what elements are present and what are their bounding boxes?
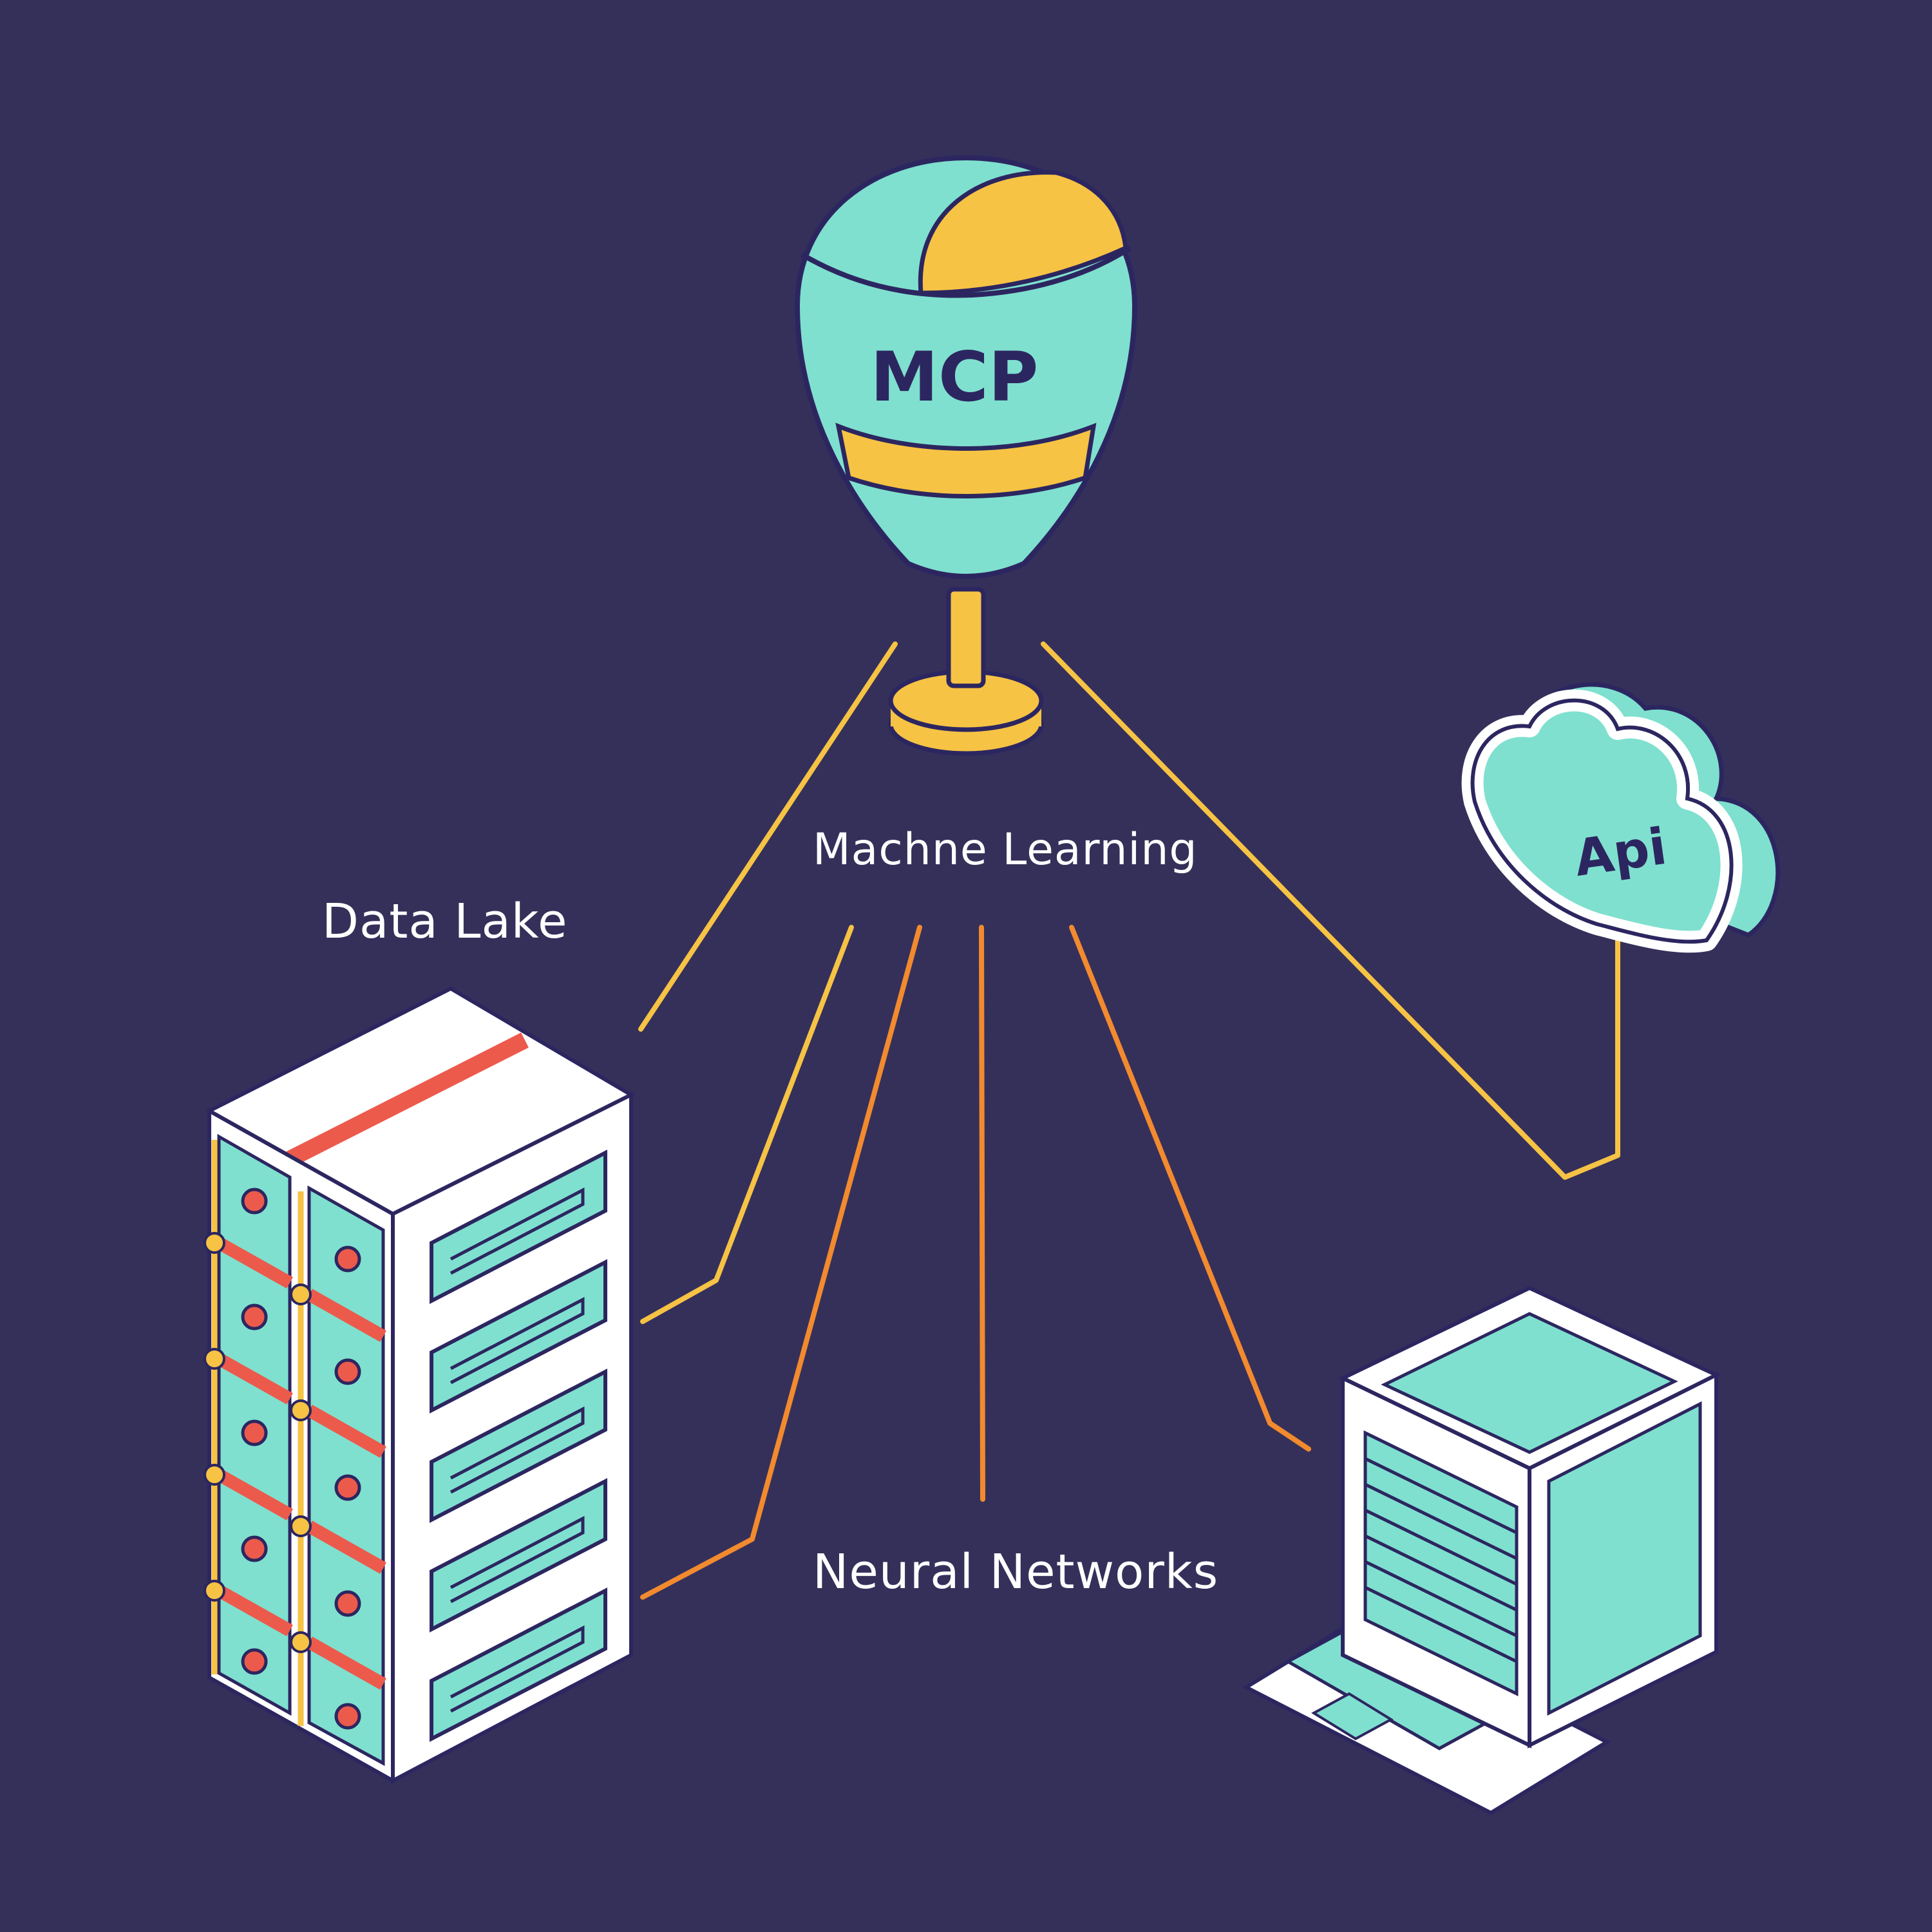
connector-ml-datalake-low	[640, 925, 922, 1600]
computer-icon[interactable]	[1242, 1285, 1721, 1815]
rack-side-lights	[241, 1188, 361, 1730]
connector-ml-neural	[979, 925, 985, 1502]
api-label: Api	[1571, 818, 1670, 888]
connector-hub-api	[1041, 641, 1620, 1180]
hub-globe-lower-band	[835, 422, 1097, 498]
computer-box-top-panel	[1381, 1312, 1678, 1454]
connectors	[638, 641, 1620, 1600]
cloud-face-outline	[1470, 698, 1734, 944]
server-rack-icon[interactable]	[204, 986, 636, 1785]
connector-ml-computer	[1069, 925, 1311, 1452]
rack-side-dividers	[216, 1237, 386, 1690]
hub-globe-yellow-cap	[918, 170, 1128, 296]
computer-touchpad	[1311, 1692, 1394, 1741]
hub-stem	[946, 587, 986, 688]
computer-screen-lines	[1364, 1457, 1518, 1663]
hub-globe-upper-band	[800, 245, 1132, 298]
data-lake-caption: Data Lake	[322, 894, 568, 949]
rack-front-bays	[430, 1150, 607, 1742]
rack-bay-slots	[450, 1187, 585, 1713]
computer-screen	[1363, 1430, 1519, 1697]
cloud-api-icon[interactable]: Api	[1461, 682, 1781, 953]
computer-box-right-panel	[1547, 1401, 1702, 1716]
neural-networks-caption: Neural Networks	[813, 1544, 1219, 1600]
hub-caption: Machne Learning	[813, 824, 1198, 875]
connector-hub-datalake-top	[638, 641, 898, 1032]
connector-ml-datalake-mid	[640, 925, 854, 1324]
hub-label: MCP	[871, 337, 1039, 417]
rack-top-stripe	[279, 1032, 529, 1170]
mcp-globe-icon[interactable]: MCP	[794, 155, 1138, 756]
rack-pipe-knobs	[204, 1232, 312, 1653]
rack-bay	[430, 1150, 607, 1742]
